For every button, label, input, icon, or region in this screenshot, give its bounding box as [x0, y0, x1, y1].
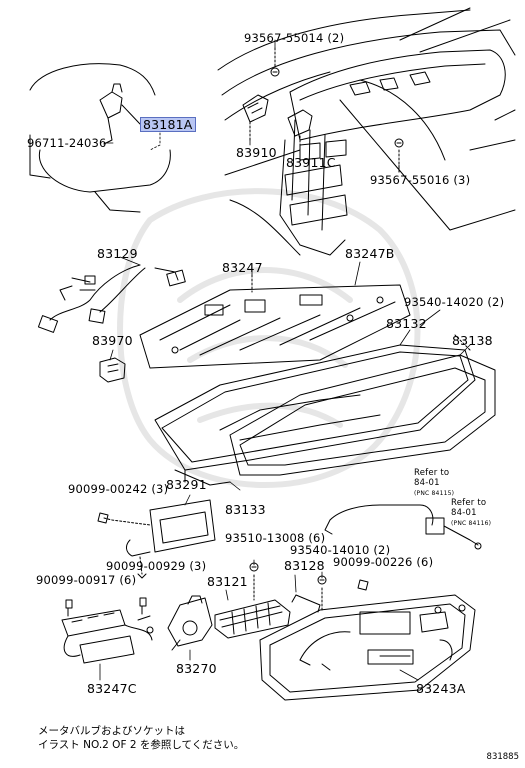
note-line-1: メータバルブおよびソケットは — [38, 725, 185, 737]
refer-to-text-1: Refer to — [414, 468, 450, 478]
label-93510-13008: 93510-13008 (6) — [225, 531, 326, 545]
clock-83291 — [97, 499, 216, 579]
label-93540-14010: 93540-14010 (2) — [290, 543, 391, 557]
switch-83911C — [287, 109, 313, 156]
refer-to-pnc-1: (PNC 84115) — [414, 490, 455, 497]
refer-to-page-2[interactable]: 84-01 — [451, 508, 477, 518]
part-83128 — [291, 594, 321, 613]
label-83910: 83910 — [236, 145, 277, 160]
label-83247B: 83247B — [345, 246, 395, 261]
label-83243A: 83243A — [416, 681, 466, 696]
label-83121: 83121 — [207, 574, 248, 589]
label-90099-00226: 90099-00226 (6) — [333, 555, 434, 569]
wire-harness-83129 — [37, 264, 186, 333]
leader-lines — [99, 39, 471, 681]
label-83129: 83129 — [97, 246, 138, 261]
label-83128: 83128 — [284, 558, 325, 573]
label-90099-00917: 90099-00917 (6) — [36, 573, 137, 587]
meter-case-83132 — [154, 344, 476, 486]
refer-to-page-1[interactable]: 84-01 — [414, 478, 440, 488]
label-93567-55016: 93567-55016 (3) — [370, 173, 471, 187]
label-90099-00929: 90099-00929 (3) — [106, 559, 207, 573]
label-83132: 83132 — [386, 316, 427, 331]
label-83970: 83970 — [92, 333, 133, 348]
dashboard-outline — [217, 7, 516, 256]
dial-plate-83243A — [259, 594, 476, 701]
label-93567-55014: 93567-55014 (2) — [244, 31, 345, 45]
label-83291: 83291 — [166, 477, 207, 492]
trip-wire-right — [324, 504, 482, 550]
label-83247: 83247 — [222, 260, 263, 275]
label-83911C: 83911C — [286, 155, 336, 170]
label-90099-00242: 90099-00242 (3) — [68, 482, 169, 496]
figure-code: 831885 — [486, 752, 519, 762]
label-93540-14020: 93540-14020 (2) — [404, 295, 505, 309]
motor-83270 — [167, 595, 213, 651]
speedometer-83121 — [214, 599, 291, 639]
note-line-2: イラスト NO.2 OF 2 を参照してください。 — [38, 739, 245, 751]
label-96711-24036: 96711-24036 — [27, 136, 107, 150]
label-83247C: 83247C — [87, 681, 137, 696]
refer-to-text-2: Refer to — [451, 498, 487, 508]
socket-83247C — [61, 609, 154, 664]
label-83133: 83133 — [225, 502, 266, 517]
label-83181A: 83181A — [140, 117, 196, 132]
label-83138: 83138 — [452, 333, 493, 348]
label-83270: 83270 — [176, 661, 217, 676]
screws-lower — [65, 562, 369, 617]
sensor-83181A-area — [29, 63, 171, 213]
refer-to-pnc-2: (PNC 84116) — [451, 520, 492, 527]
switch-83910 — [242, 94, 269, 141]
part-83970 — [99, 357, 126, 383]
circuit-83247 — [139, 274, 411, 369]
